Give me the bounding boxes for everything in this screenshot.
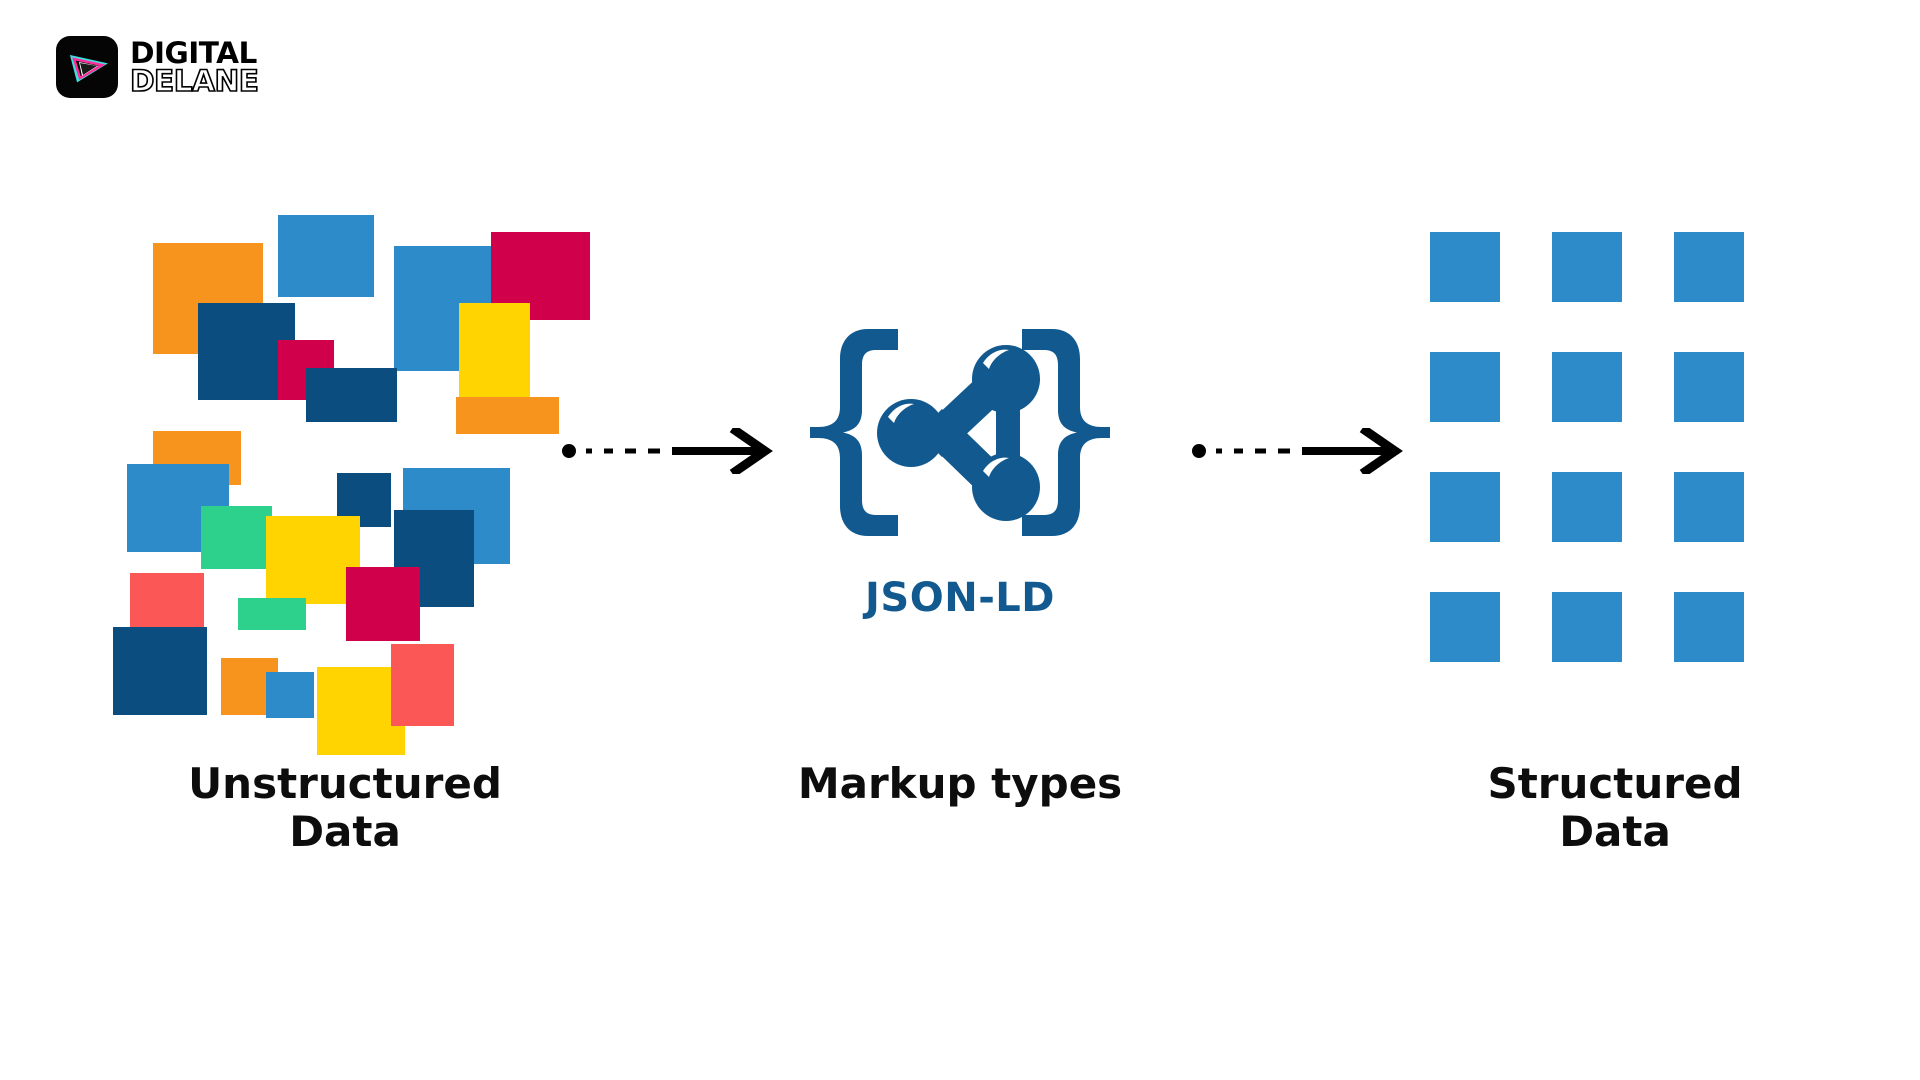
json-ld-braces-molecule-icon: [700, 325, 1220, 540]
structured-grid-cell: [1674, 472, 1744, 542]
stage-unstructured-data: Unstructured Data: [110, 0, 590, 1080]
label-unstructured-data: Unstructured Data: [188, 759, 502, 857]
unstructured-chip: [266, 672, 315, 718]
logo-text-digital: DIGITAL: [130, 35, 257, 70]
unstructured-chip: [237, 598, 306, 630]
play-arrow-icon: [69, 55, 108, 83]
arrow-start-dot: [1192, 444, 1206, 458]
structured-grid-cell: [1552, 232, 1622, 302]
json-ld-caption: JSON-LD: [865, 575, 1055, 621]
logo-wordmark: DIGITAL DELANE: [129, 35, 260, 98]
structured-grid-cell: [1430, 592, 1500, 662]
unstructured-chip: [456, 396, 559, 434]
arrow-head-icon: [1359, 424, 1403, 478]
structured-grid-cell: [1552, 352, 1622, 422]
stage-markup-types: JSON-LD Markup types: [700, 0, 1220, 1080]
unstructured-chip: [277, 215, 375, 298]
unstructured-chip: [317, 666, 406, 755]
structured-grid-cell: [1674, 592, 1744, 662]
logo-text-delane: DELANE: [129, 64, 260, 98]
unstructured-chip: [112, 626, 207, 715]
label-structured-data: Structured Data: [1487, 759, 1743, 857]
unstructured-chip: [266, 516, 360, 605]
connector-arrow-2: [1190, 424, 1420, 479]
connector-arrow-1: [560, 424, 790, 479]
logo-mark: [56, 36, 118, 98]
structured-grid-cell: [1674, 232, 1744, 302]
unstructured-chip-scatter: [110, 215, 590, 755]
unstructured-chip: [391, 643, 454, 727]
structured-grid-cell: [1430, 352, 1500, 422]
structured-grid-cell: [1430, 472, 1500, 542]
arrow-head-icon: [729, 424, 773, 478]
structured-grid-cell: [1430, 232, 1500, 302]
unstructured-chip: [345, 567, 420, 641]
brand-logo[interactable]: DIGITAL DELANE: [56, 35, 260, 98]
structured-grid-cell: [1674, 352, 1744, 422]
structured-grid-cell: [1552, 472, 1622, 542]
label-markup-types: Markup types: [797, 759, 1123, 808]
stage-structured-data: Structured Data: [1380, 0, 1850, 1080]
structured-data-grid: [1430, 232, 1800, 662]
unstructured-chip: [305, 368, 397, 423]
arrow-start-dot: [562, 444, 576, 458]
structured-grid-cell: [1552, 592, 1622, 662]
unstructured-chip: [200, 506, 272, 569]
